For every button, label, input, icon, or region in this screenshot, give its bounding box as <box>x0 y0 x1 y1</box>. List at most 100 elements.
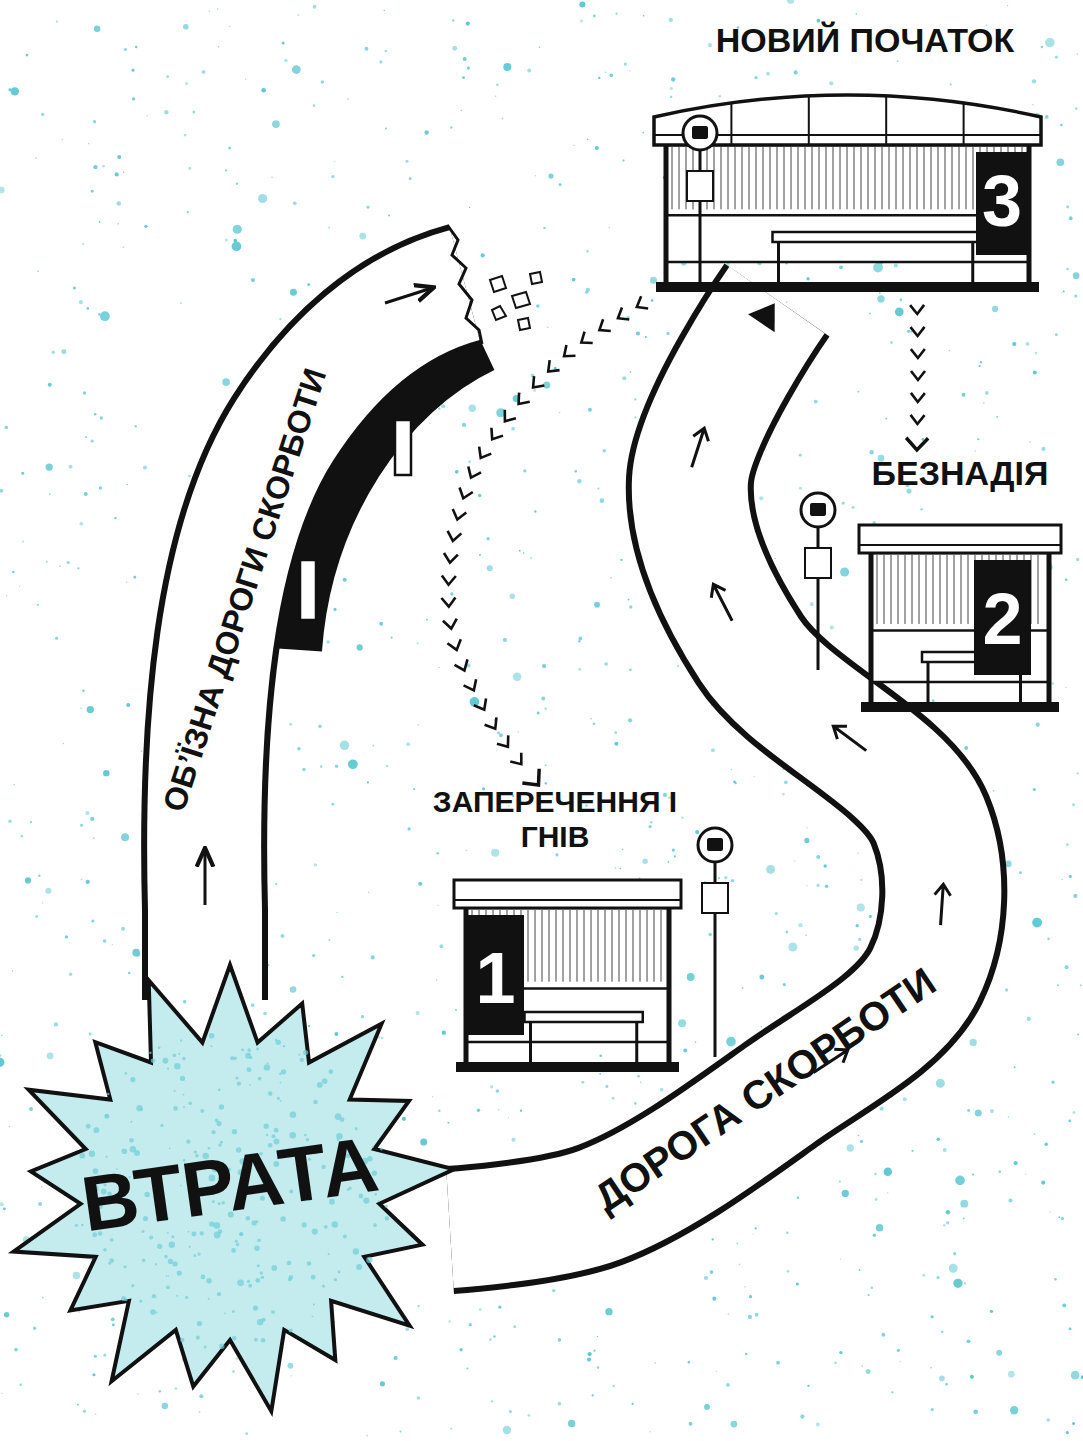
paint-speck <box>1072 1422 1075 1425</box>
paint-speck <box>599 1055 602 1058</box>
starburst-spray <box>219 1104 224 1109</box>
paint-speck <box>613 1385 615 1387</box>
starburst-spray <box>256 1048 259 1051</box>
paint-speck <box>1036 723 1040 727</box>
paint-speck <box>357 644 363 650</box>
paint-speck <box>199 1394 203 1398</box>
paint-speck <box>1073 894 1077 898</box>
paint-speck <box>730 1421 737 1428</box>
paint-speck <box>964 746 968 750</box>
paint-speck <box>992 306 998 312</box>
route-guide <box>448 300 649 785</box>
paint-speck <box>459 1348 462 1351</box>
paint-speck <box>1047 938 1050 941</box>
paint-speck <box>718 95 721 98</box>
wall-hatch <box>868 147 869 209</box>
paint-speck <box>30 821 32 823</box>
paint-speck <box>496 1089 500 1093</box>
paint-speck <box>708 43 712 47</box>
paint-speck <box>164 110 168 114</box>
paint-speck <box>128 972 130 974</box>
starburst-spray <box>174 1090 176 1092</box>
starburst-spray <box>182 1094 184 1096</box>
paint-speck <box>825 885 829 889</box>
paint-speck <box>83 1409 86 1412</box>
paint-speck <box>1066 843 1069 846</box>
paint-speck <box>188 167 191 170</box>
paint-speck <box>462 76 465 79</box>
paint-speck <box>405 160 408 163</box>
paint-speck <box>1012 342 1016 346</box>
paint-speck <box>199 1411 201 1413</box>
wall-hatch <box>889 147 890 209</box>
wall-hatch <box>721 147 722 209</box>
route-guide <box>917 300 918 450</box>
starburst-spray <box>322 1078 328 1084</box>
grief-road <box>450 294 951 1230</box>
chevron-mark <box>446 531 461 542</box>
paint-speck <box>25 877 31 883</box>
roof-rib <box>963 103 965 145</box>
paint-speck <box>6 595 7 596</box>
paint-speck <box>548 173 553 178</box>
paint-speck <box>79 300 83 304</box>
paint-speck <box>69 973 73 977</box>
wall-hatch <box>647 910 648 982</box>
paint-speck <box>328 227 330 229</box>
paint-speck <box>272 120 280 128</box>
paint-speck <box>520 1110 522 1112</box>
wall-hatch <box>854 147 855 209</box>
paint-speck <box>365 47 369 51</box>
paint-speck <box>192 110 195 113</box>
paint-speck <box>674 855 676 857</box>
paint-speck <box>1008 1198 1012 1202</box>
wall-hatch <box>882 147 883 209</box>
paint-speck <box>123 171 124 172</box>
paint-speck <box>513 672 522 681</box>
paint-speck <box>535 175 536 176</box>
paint-speck <box>180 302 182 304</box>
paint-speck <box>251 1003 255 1007</box>
stop-sign <box>683 116 717 150</box>
shelter-post <box>667 908 672 1066</box>
starburst-spray <box>235 1076 238 1079</box>
paint-speck <box>481 253 485 257</box>
direction-arrow <box>933 884 952 926</box>
paint-speck <box>939 1376 945 1382</box>
paint-speck <box>135 46 137 48</box>
paint-speck <box>432 1096 433 1097</box>
paint-speck <box>724 876 728 880</box>
paint-speck <box>188 475 191 478</box>
wall-hatch <box>654 910 655 982</box>
starburst-spray <box>245 1053 251 1059</box>
paint-speck <box>630 371 632 373</box>
paint-speck <box>860 1140 863 1143</box>
starburst-spray <box>218 1088 221 1091</box>
paint-speck <box>287 1363 293 1369</box>
starburst-spray <box>271 1265 277 1271</box>
paint-speck <box>394 1356 398 1360</box>
paint-speck <box>840 1259 841 1260</box>
paint-speck <box>87 706 94 713</box>
paint-speck <box>424 130 428 134</box>
paint-speck <box>894 263 898 267</box>
paint-speck <box>1061 879 1062 880</box>
wall-hatch <box>819 147 820 209</box>
paint-speck <box>143 466 147 470</box>
paint-speck <box>69 465 73 469</box>
paint-speck <box>922 1274 925 1277</box>
paint-speck <box>341 976 343 978</box>
paint-speck <box>628 718 632 722</box>
paint-speck <box>962 393 966 397</box>
paint-speck <box>38 1202 42 1206</box>
paint-speck <box>857 1134 859 1136</box>
paint-speck <box>650 277 657 284</box>
paint-speck <box>479 1308 482 1311</box>
paint-speck <box>840 567 849 576</box>
starburst-spray <box>307 1261 312 1266</box>
chevron-mark <box>443 553 458 563</box>
paint-speck <box>528 1414 531 1417</box>
paint-speck <box>371 955 375 959</box>
paint-speck <box>509 1410 512 1413</box>
